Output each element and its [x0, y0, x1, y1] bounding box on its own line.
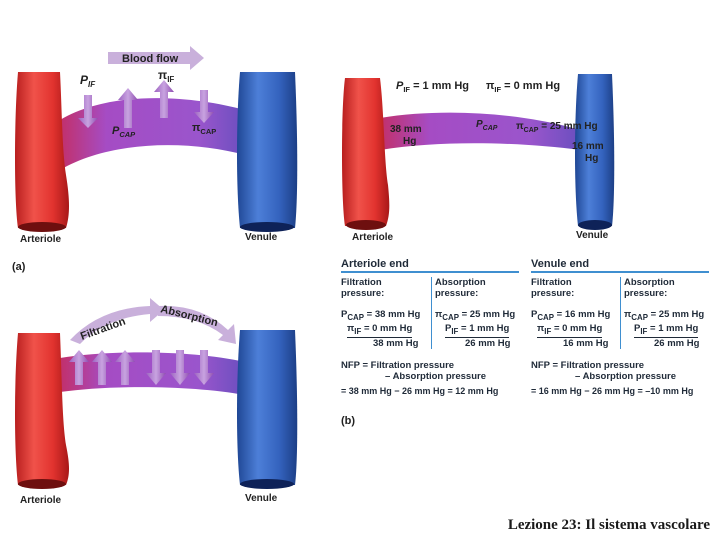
venule-label-b: Venule — [576, 230, 609, 241]
absorption-title: Absorption — [435, 277, 523, 288]
venule-opening-2 — [240, 479, 294, 489]
absorption-line-2: PIF = 1 mm Hg — [624, 323, 712, 338]
venule-end-table: Venule end Filtration pressure: PCAP = 1… — [531, 259, 712, 397]
table-header: Arteriole end — [341, 259, 519, 273]
filtration-title-2: pressure: — [341, 288, 428, 299]
absorption-title: Absorption — [624, 277, 712, 288]
arteriole-opening — [18, 222, 66, 232]
filtration-title: Filtration — [531, 277, 617, 288]
venule-label-2: Venule — [245, 493, 278, 504]
filtration-title-2: pressure: — [531, 288, 617, 299]
blood-flow-label: Blood flow — [122, 53, 179, 65]
venule-pressure-unit: Hg — [585, 153, 598, 164]
table-header: Venule end — [531, 259, 709, 273]
panel-a-tag: (a) — [12, 261, 26, 273]
absorption-title-2: pressure: — [624, 288, 712, 299]
absorption-line-1: πCAP = 25 mm Hg — [624, 309, 712, 323]
arteriole-label: Arteriole — [20, 234, 62, 245]
nfp-line-1: NFP = Filtration pressure — [341, 360, 523, 371]
arteriole-opening-b — [346, 220, 386, 230]
absorption-line-1: πCAP = 25 mm Hg — [435, 309, 523, 323]
arteriole-vessel-b — [342, 78, 389, 226]
arteriole-pressure-value: 38 mm — [390, 124, 422, 135]
pi-if-value-label: πIF = 0 mm Hg — [486, 80, 560, 94]
panel-a2: Filtration Absorption Arteriole Venule — [15, 298, 297, 506]
venule-vessel — [237, 72, 297, 228]
venule-pressure-value: 16 mm — [572, 141, 604, 152]
arteriole-vessel-2 — [15, 333, 69, 485]
filtration-line-2: πIF = 0 mm Hg — [531, 323, 617, 338]
filtration-title: Filtration — [341, 277, 428, 288]
p-if-label: PIF — [80, 73, 96, 89]
nfp-result: = 16 mm Hg − 26 mm Hg = –10 mm Hg — [531, 386, 712, 397]
nfp-line-2: – Absorption pressure — [531, 371, 712, 382]
venule-label: Venule — [245, 232, 278, 243]
absorption-label: Absorption — [159, 303, 219, 329]
arteriole-opening-2 — [18, 479, 66, 489]
venule-opening — [240, 222, 294, 232]
filtration-line-2: πIF = 0 mm Hg — [341, 323, 428, 338]
arteriole-pressure-unit: Hg — [403, 136, 416, 147]
venule-vessel-2 — [237, 330, 297, 485]
filtration-line-1: PCAP = 38 mm Hg — [341, 309, 428, 323]
nfp-line-2: – Absorption pressure — [341, 371, 523, 382]
nfp-result: = 38 mm Hg − 26 mm Hg = 12 mm Hg — [341, 386, 523, 397]
panel-a: Blood flow PIF πIF PCAP πCAP Arteriole V… — [12, 46, 297, 273]
pi-if-label: πIF — [158, 68, 174, 84]
nfp-line-1: NFP = Filtration pressure — [531, 360, 712, 371]
absorption-title-2: pressure: — [435, 288, 523, 299]
arteriole-label-b: Arteriole — [352, 232, 394, 243]
absorption-total: 26 mm Hg — [435, 338, 523, 349]
absorption-total: 26 mm Hg — [624, 338, 712, 349]
filtration-line-1: PCAP = 16 mm Hg — [531, 309, 617, 323]
venule-opening-b — [578, 220, 612, 230]
arteriole-vessel — [15, 72, 69, 228]
filtration-total: 38 mm Hg — [341, 338, 428, 349]
arteriole-label-2: Arteriole — [20, 495, 62, 506]
panel-b-tag: (b) — [341, 415, 355, 427]
filtration-total: 16 mm Hg — [531, 338, 617, 349]
absorption-line-2: PIF = 1 mm Hg — [435, 323, 523, 338]
p-if-value-label: PIF = 1 mm Hg — [396, 80, 469, 94]
footer-title: Lezione 23: Il sistema vascolare — [508, 517, 710, 534]
arteriole-end-table: Arteriole end Filtration pressure: PCAP … — [341, 259, 523, 397]
